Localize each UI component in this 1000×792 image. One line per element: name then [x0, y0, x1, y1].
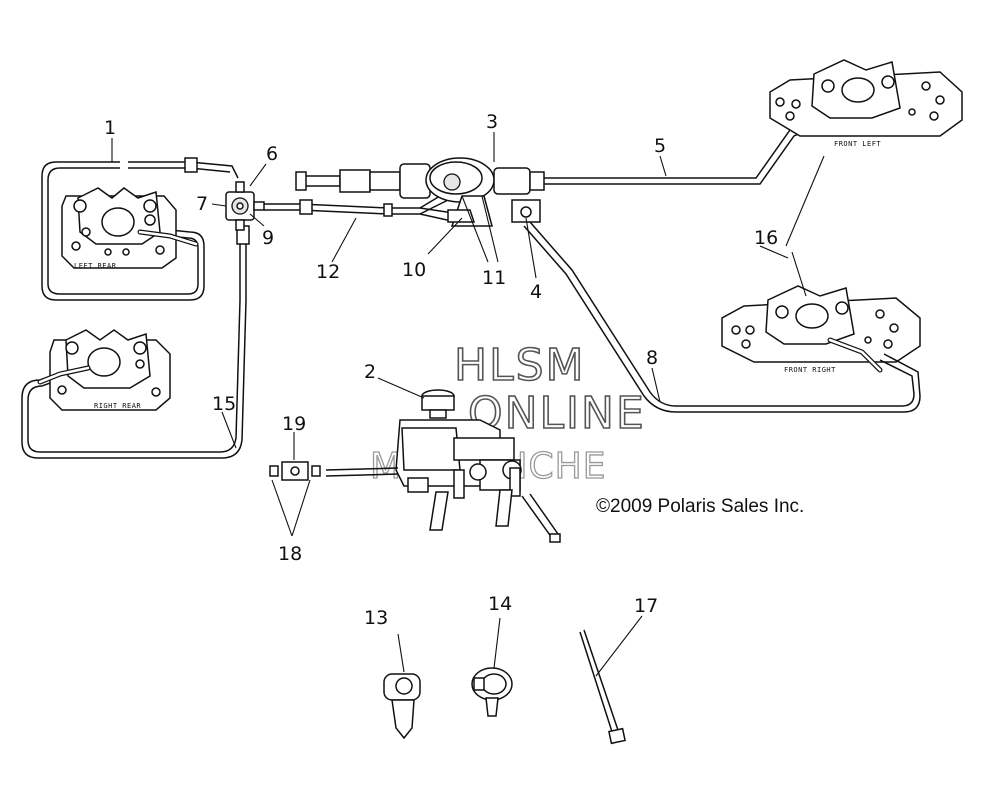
callout-16: 16 — [754, 227, 778, 249]
callout-8: 8 — [646, 347, 658, 369]
front-right-label: FRONT RIGHT — [784, 366, 836, 374]
callout-6: 6 — [266, 143, 278, 165]
callout-10: 10 — [402, 259, 426, 281]
left-rear-label: LEFT REAR — [74, 262, 117, 270]
front-left-caliper: FRONT LEFT — [769, 59, 963, 148]
brake-line-8 — [523, 221, 921, 413]
lower-master-cylinder — [325, 389, 561, 543]
right-rear-label: RIGHT REAR — [94, 402, 141, 410]
callout-17: 17 — [634, 595, 658, 617]
upper-master-cylinder — [295, 157, 545, 227]
bracket-19 — [269, 461, 321, 481]
leader-lines — [111, 132, 825, 677]
front-right-caliper: FRONT RIGHT — [721, 285, 921, 374]
callout-2: 2 — [364, 361, 376, 383]
callout-numbers: 1 2 3 4 5 6 7 8 9 10 11 12 13 14 15 16 1… — [104, 111, 778, 629]
callout-7: 7 — [196, 193, 208, 215]
right-rear-caliper: RIGHT REAR — [37, 329, 171, 411]
clamp-14 — [471, 667, 513, 717]
left-rear-caliper: LEFT REAR — [61, 187, 199, 270]
watermark-line1: HLSM — [454, 340, 586, 391]
callout-11: 11 — [482, 267, 506, 289]
callout-12: 12 — [316, 261, 340, 283]
callout-5: 5 — [654, 135, 666, 157]
callout-9: 9 — [262, 227, 274, 249]
callout-19: 19 — [282, 413, 306, 435]
clamp-13 — [383, 673, 421, 740]
callout-3: 3 — [486, 111, 498, 133]
front-left-label: FRONT LEFT — [834, 140, 881, 148]
callout-15: 15 — [212, 393, 236, 415]
cable-tie-17 — [579, 629, 626, 745]
callout-1: 1 — [104, 117, 116, 139]
callout-4: 4 — [530, 281, 542, 303]
callout-18: 18 — [278, 543, 302, 565]
callout-13: 13 — [364, 607, 388, 629]
callout-14: 14 — [488, 593, 512, 615]
copyright-notice: ©2009 Polaris Sales Inc. — [596, 496, 804, 517]
